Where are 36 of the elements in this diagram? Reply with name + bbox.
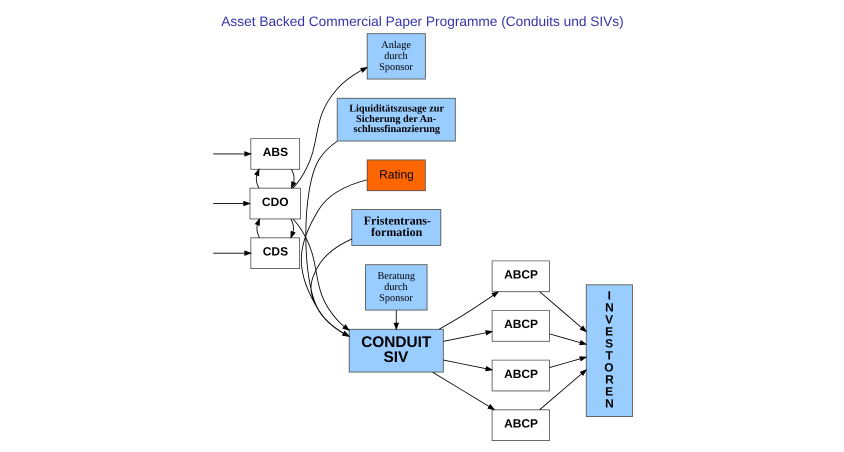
arrow — [254, 218, 260, 238]
node-box: Anlage durch Sponsor — [366, 33, 426, 80]
arrow — [432, 372, 495, 410]
arrow — [212, 200, 251, 206]
node-box: Fristentrans- formation — [350, 209, 441, 246]
arrow — [304, 140, 350, 337]
node-box: ABS — [250, 138, 300, 170]
arrow — [548, 356, 587, 368]
node-box: CONDUIT SIV — [348, 328, 444, 373]
node-box: ABCP — [491, 310, 550, 342]
node-box: Rating — [366, 159, 426, 192]
arrow — [212, 250, 252, 256]
arrow — [300, 179, 367, 337]
node-box: ABCP — [491, 260, 550, 292]
arrow — [292, 66, 368, 188]
node-box: INVESTOREN — [585, 284, 632, 418]
node-box: CDS — [250, 237, 300, 269]
node-box: ABCP — [491, 409, 550, 441]
arrow — [538, 291, 587, 332]
arrow — [548, 333, 587, 346]
arrow — [310, 238, 352, 337]
arrow — [212, 151, 252, 157]
arrow — [254, 168, 259, 188]
node-box: Beratung durch Sponsor — [364, 264, 428, 310]
arrow — [442, 330, 493, 342]
node-box: Liquiditätszusage zur Sicherung der An- schlussfinanzierung — [336, 98, 456, 142]
arrow — [538, 368, 587, 410]
arrow — [438, 291, 499, 330]
arrow — [393, 310, 398, 330]
arrow — [290, 218, 296, 239]
arrow — [292, 218, 350, 332]
arrow — [442, 360, 493, 372]
diagram-title: Asset Backed Commercial Paper Programme (Conduits und SIVs) — [220, 14, 624, 29]
arrow — [290, 168, 296, 190]
node-box: ABCP — [491, 360, 550, 392]
node-box: CDO — [249, 188, 300, 220]
